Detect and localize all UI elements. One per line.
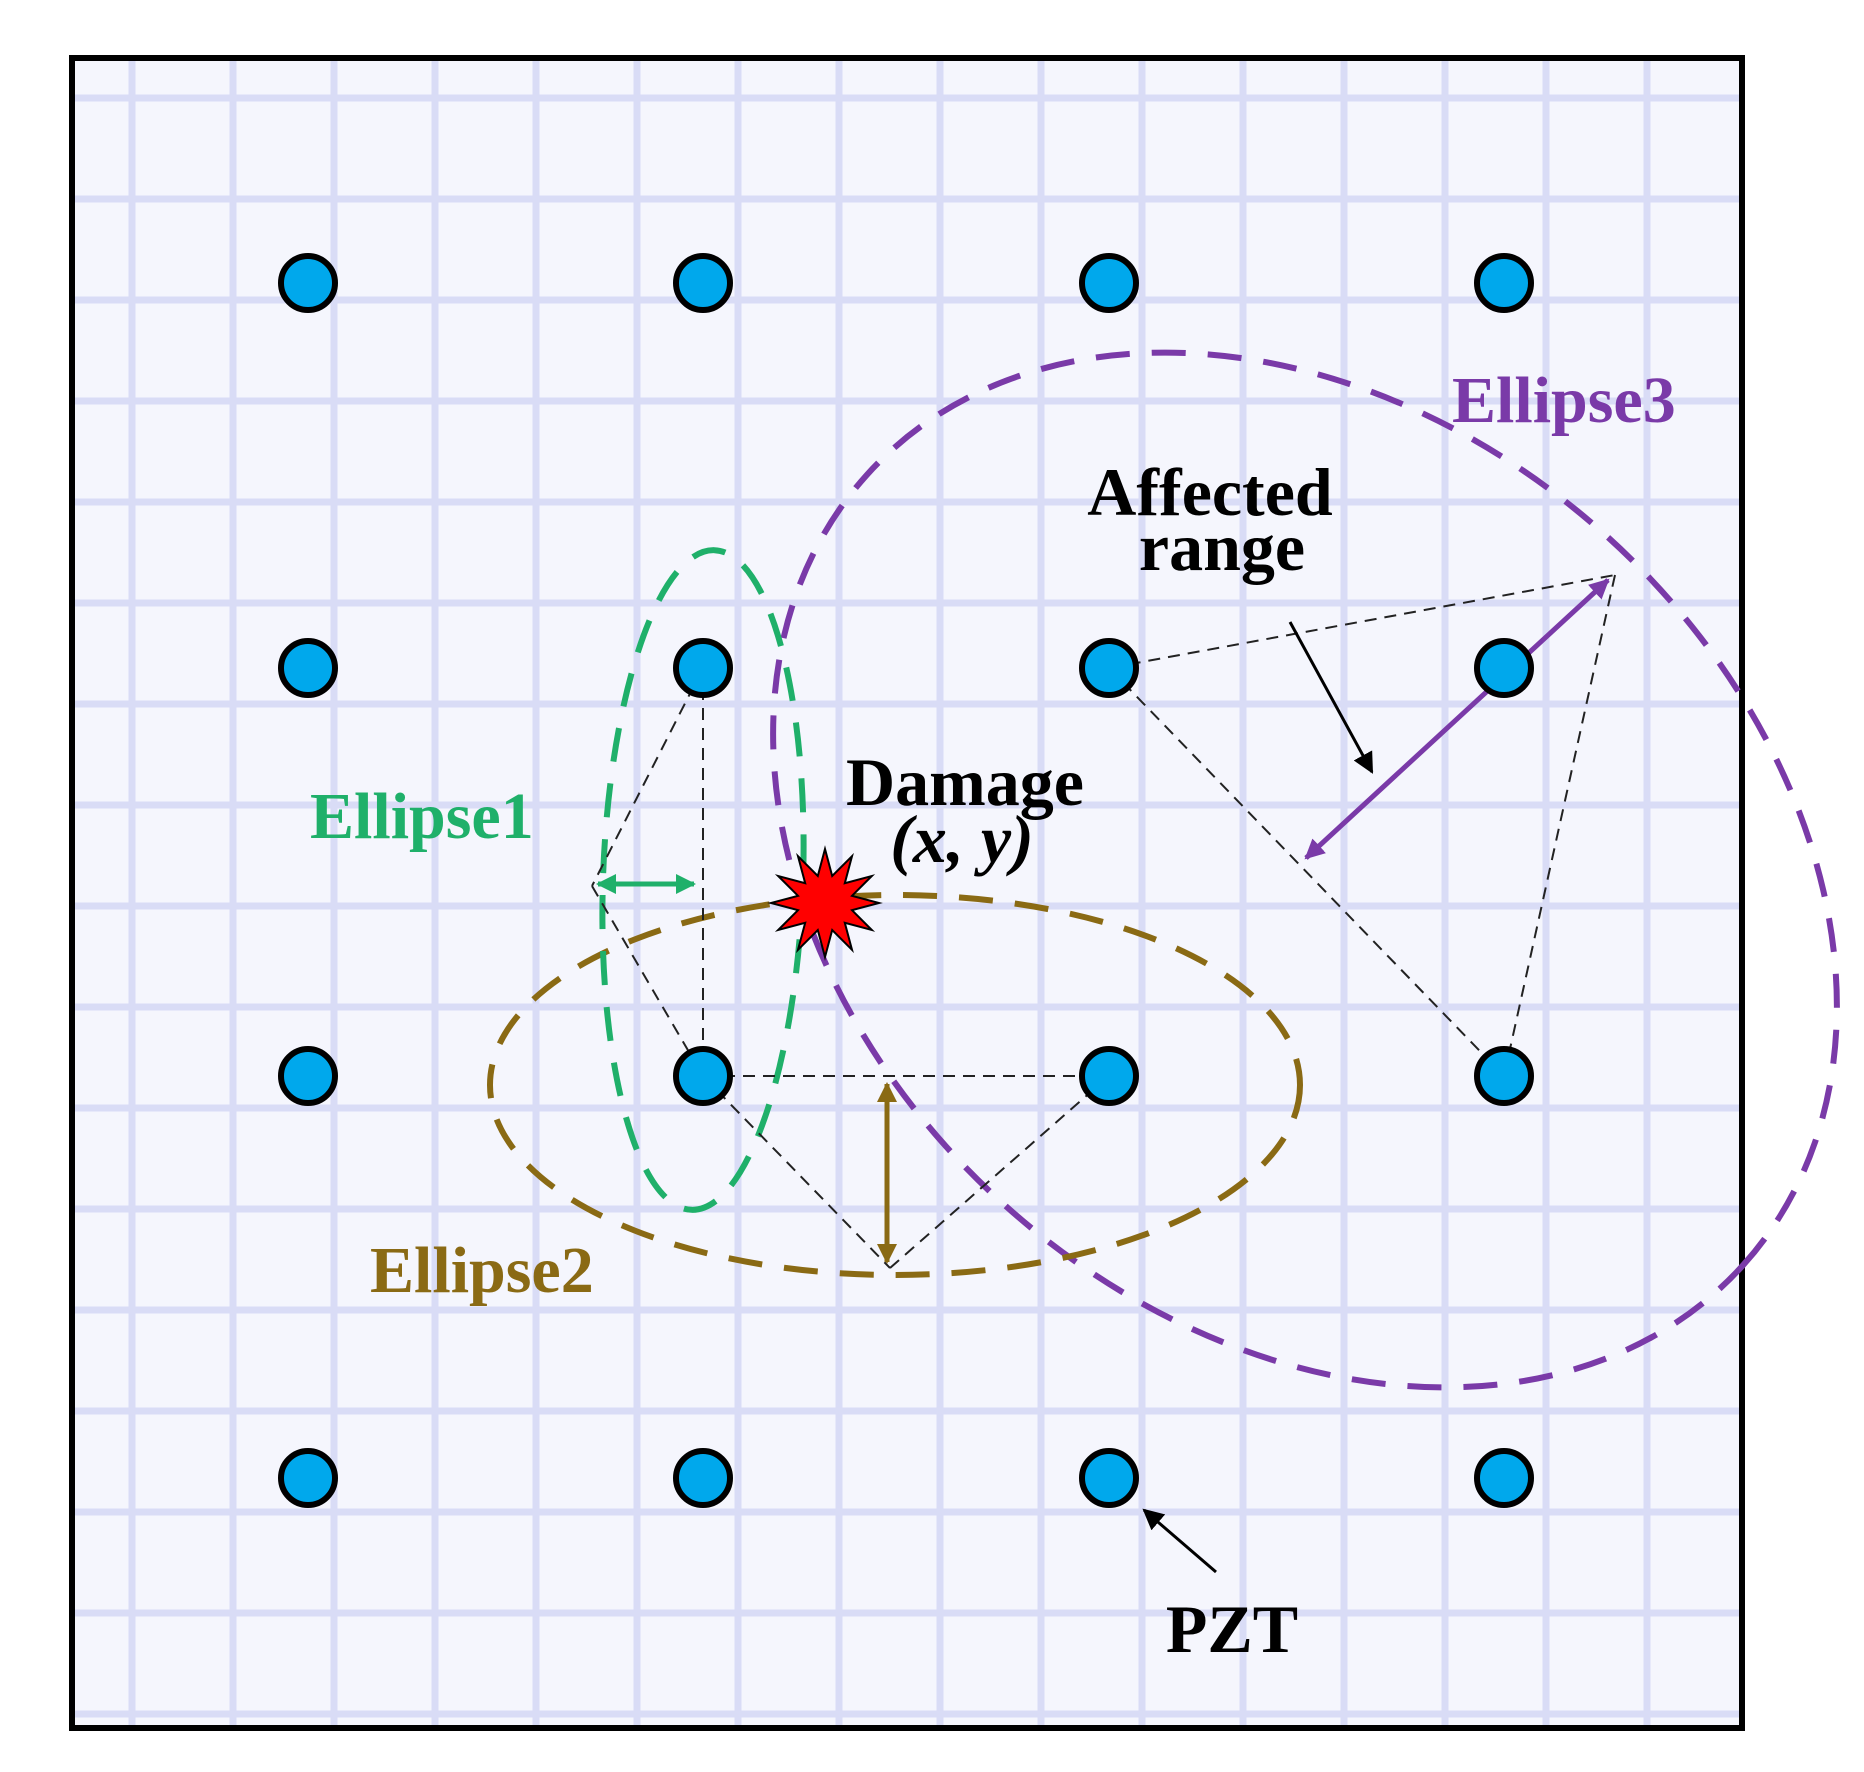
pzt-sensor-circle-icon — [278, 253, 338, 313]
pzt-sensor-circle-icon — [1474, 253, 1534, 313]
path-line — [591, 667, 704, 887]
path-line — [591, 885, 704, 1077]
pzt-pointer-arrow — [1142, 1508, 1217, 1574]
damage-starburst-icon — [767, 845, 883, 961]
pzt-sensor-circle-icon — [278, 1046, 338, 1106]
pzt-sensor-circle-icon — [673, 1046, 733, 1106]
path-line — [702, 1075, 891, 1269]
damage-coordinate-label: (x, y) — [890, 801, 1033, 877]
pzt-sensor-circle-icon — [1474, 1046, 1534, 1106]
ellipse3-label: Ellipse3 — [1452, 364, 1676, 437]
pzt-sensor-circle-icon — [1474, 638, 1534, 698]
pzt-sensor-circle-icon — [673, 1448, 733, 1508]
pzt-sensor-circle-icon — [1079, 638, 1139, 698]
ellipse2-outline — [487, 892, 1303, 1278]
pzt-sensor-circle-icon — [1079, 1046, 1139, 1106]
pzt-sensor-circle-icon — [1079, 1448, 1139, 1508]
pzt-sensor-circle-icon — [278, 638, 338, 698]
pzt-sensor-circle-icon — [1474, 1448, 1534, 1508]
plate-grid — [72, 58, 1742, 1728]
affected-range-label-line2: range — [1139, 509, 1305, 585]
pzt-sensor-array — [278, 253, 1534, 1508]
pzt-label: PZT — [1166, 1591, 1298, 1667]
ellipse1-label: Ellipse1 — [310, 780, 534, 853]
plate-border — [69, 55, 1745, 1731]
pzt-sensor-circle-icon — [673, 638, 733, 698]
path-line — [1108, 667, 1505, 1077]
affected-range-label-line1: Affected — [1087, 454, 1333, 530]
pzt-sensor-circle-icon — [1079, 253, 1139, 313]
pzt-sensor-circle-icon — [278, 1448, 338, 1508]
pzt-sensor-circle-icon — [673, 253, 733, 313]
ellipse3-outline — [770, 349, 1840, 1391]
ellipse2-label: Ellipse2 — [370, 1234, 594, 1307]
damage-label: Damage — [846, 744, 1084, 820]
ellipse3-range-arrow — [1304, 578, 1610, 860]
path-line — [889, 1075, 1110, 1269]
affected-range-pointer-arrow — [1288, 621, 1374, 774]
